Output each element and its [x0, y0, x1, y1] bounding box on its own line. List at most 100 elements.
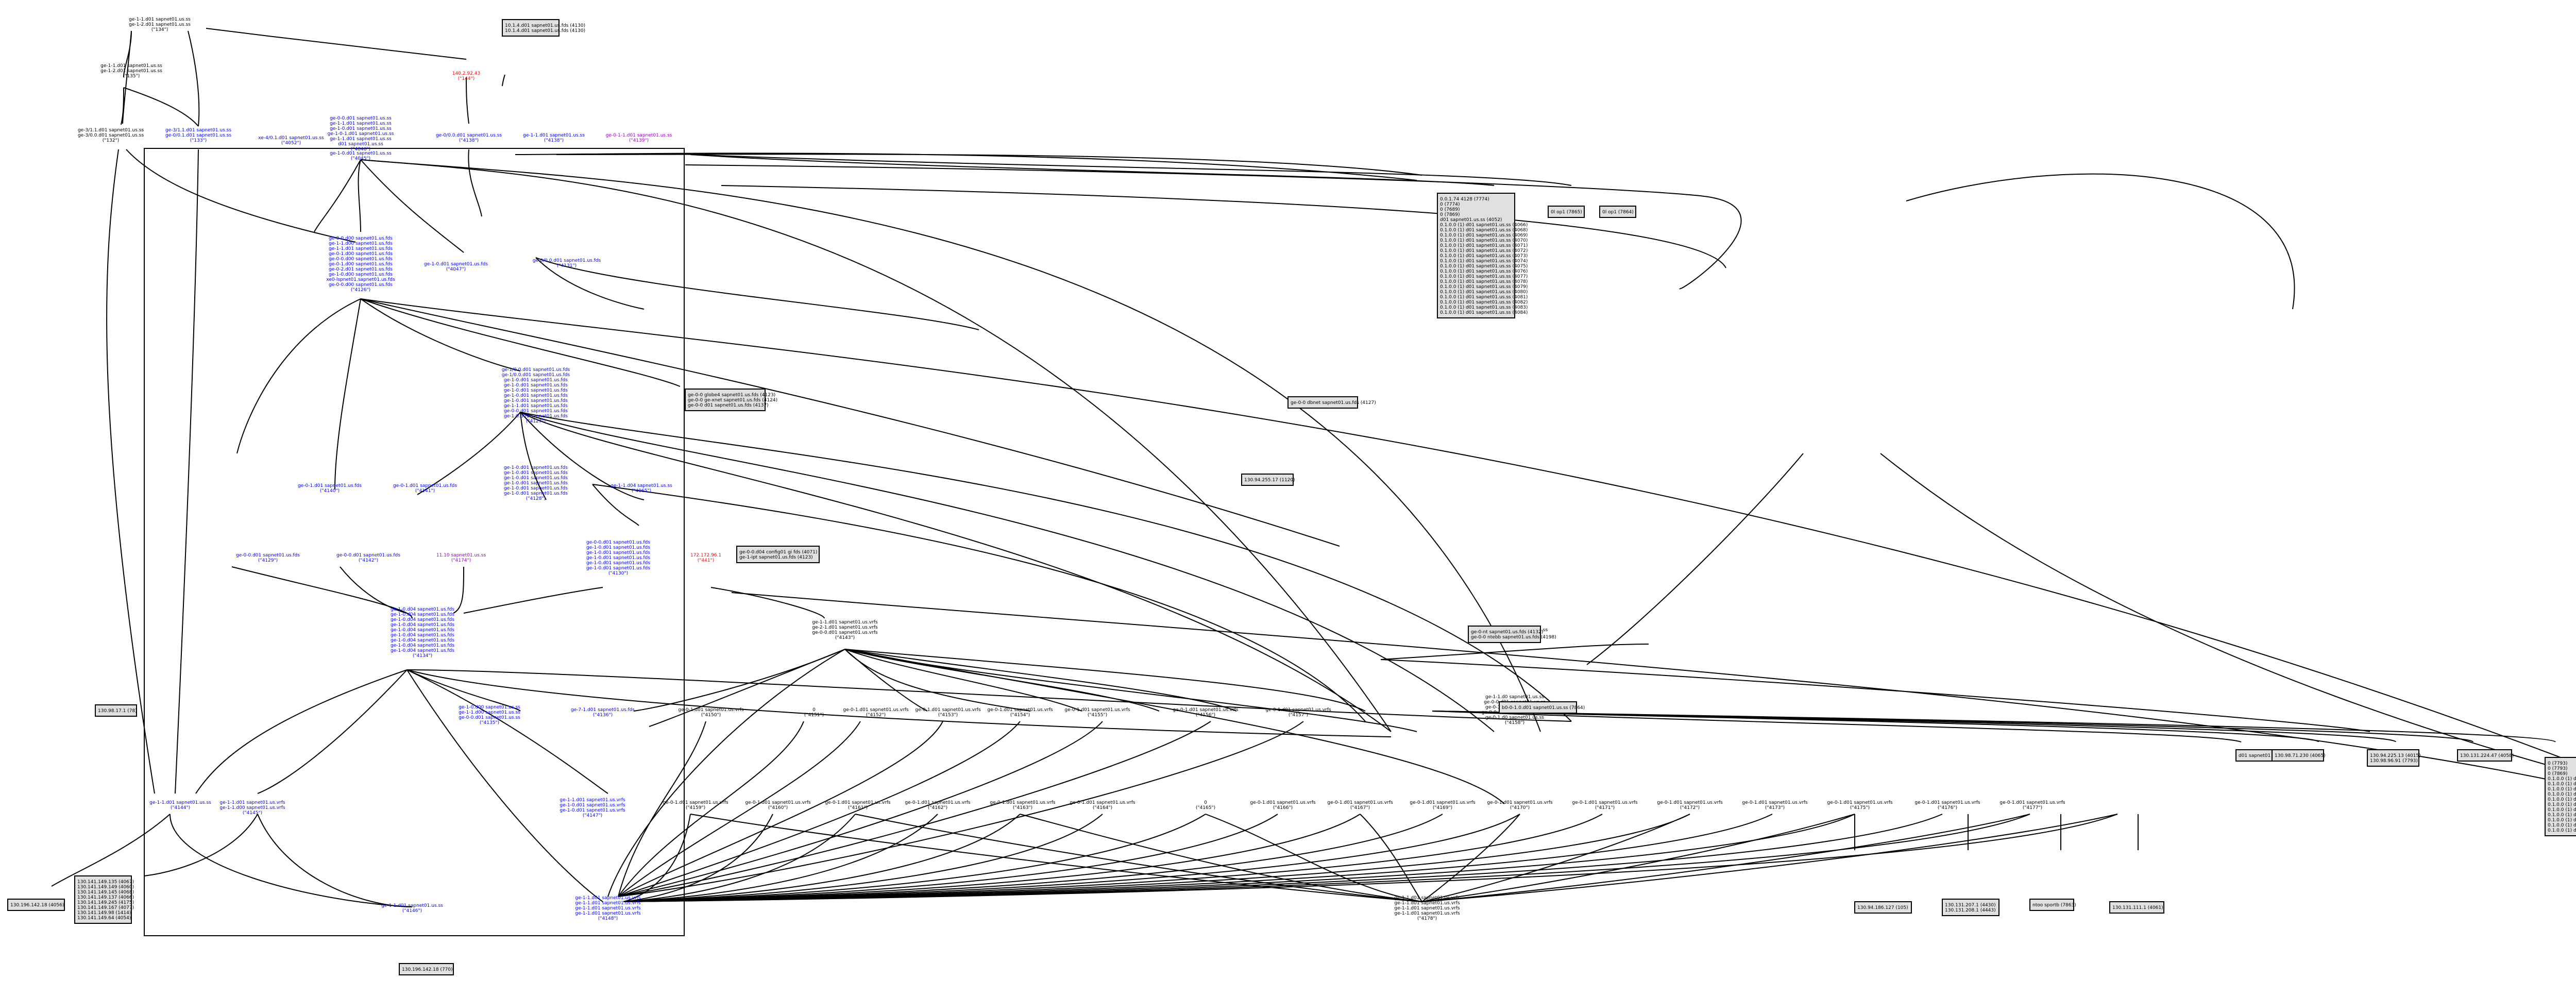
node-row2-13: ge-0-1.d01 sapnet01.us.vrfs("4173") — [1742, 800, 1808, 811]
box-b_big-line: 0.1.0.0 (1) d01 sapnet01.us.ss (4074) — [1440, 259, 1528, 264]
node-l3b-line: ge-0/0.1.d01 sapnet01.us.ss — [165, 133, 231, 138]
node-n4-line: ge-1-0.d01 sapnet01.us.ss — [330, 126, 392, 131]
node-n8c-line: 11.10 sapnet01.us.ss — [436, 553, 486, 558]
box-b_rr5-line: 0 (7793) — [2548, 766, 2568, 771]
node-red2-line: 172.172.96.1 — [690, 553, 721, 558]
node-n6-line: ge-1-0.d01 sapnet01.us.fds — [504, 388, 568, 393]
node-row2-8: ge-0-1.d01 sapnet01.us.vrfs("4167") — [1327, 800, 1393, 811]
node-row1-4: ge-0-1.d01 sapnet01.us.vrfs("4154") — [987, 707, 1053, 718]
node-n5c: ge-0/0.0.d01 sapnet01.us.fds("4131") — [533, 258, 601, 268]
node-row2-3: ge-0-1.d01 sapnet01.us.vrfs("4162") — [905, 800, 971, 811]
box-b_bl: 130.196.142.18 (4056) — [7, 899, 65, 911]
node-row1-7-line: ge-0-1.d01 sapnet01.us.vrfs — [1265, 707, 1331, 713]
box-b_top-line: 10.1.4.d01 sapnet01.us.fds (4130) — [505, 28, 585, 33]
node-row1-6-line: ("4156") — [1196, 713, 1215, 718]
node-n7d-line: ge-1-1.d04 sapnet01.us.ss — [611, 483, 672, 488]
box-b_rr5-line: 0 (7869) — [2548, 771, 2568, 776]
node-row2-15-line: ("4176") — [1938, 805, 1957, 811]
box-b_rr5-line: 0.1.0.0 (1) d01 sapnet01.us.ss (4061) — [2548, 792, 2576, 797]
box-b_rr2-line: 130.98.71.230 (4065) — [2275, 753, 2326, 758]
box-b_rr5-line: 0.1.0.0 (1) d01 sapnet01.us.ss (4068) — [2548, 828, 2576, 833]
node-n5b-line: ("4047") — [446, 267, 466, 272]
node-n5-line: ge-0-0.d00 sapnet01.us.fds — [329, 282, 393, 288]
box-b_rr5-line: 0.1.0.0 (1) d01 sapnet01.us.ss (4063) — [2548, 802, 2576, 807]
node-row2-16-line: ("4177") — [2023, 805, 2042, 811]
box-b_rr5-line: 0.1.0.0 (1) d01 sapnet01.us.ss (4064) — [2548, 807, 2576, 813]
box-b_big: 0.0.1.74 4128 (7774)0 (7774)0 (7689)0 (7… — [1437, 193, 1528, 318]
node-n4-line: ge-1-0-1.d01 sapnet01.us.ss — [328, 131, 394, 137]
node-top-line: ge-1-1.d01 sapnet01.us.ss — [129, 17, 191, 22]
node-l_a: ge-1-1.d01 sapnet01.us.ss("4144") — [149, 800, 211, 811]
node-red2-line: ("441") — [698, 558, 714, 563]
box-b_rr5-line: 0.1.0.0 (1) d01 sapnet01.us.ss (4066) — [2548, 818, 2576, 823]
node-n4-line: ("4046") — [351, 147, 370, 152]
node-l3b-line: ("133") — [190, 138, 207, 143]
node-n5-line: ge-0-1.d00 sapnet01.us.fds — [329, 262, 393, 267]
box-b_left-frame — [95, 704, 137, 717]
box-b_bl-frame — [7, 899, 65, 911]
node-n3c-line: ("4052") — [281, 141, 301, 146]
node-l3b-line: ge-3/1.1.d01 sapnet01.us.ss — [165, 128, 231, 133]
node-n3e-line: ge-1-1.d01 sapnet01.us.ss — [523, 133, 585, 138]
node-n9-line: ge-1-0.d01 sapnet01.us.fds — [586, 550, 650, 555]
box-b_ip1: 130.94.255.17 (1120) — [1241, 474, 1295, 486]
node-n10-line: ge-1-0.d04 sapnet01.us.fds — [391, 628, 454, 633]
node-row1-1: 0("4151") — [804, 707, 824, 718]
node-row1-7: ge-0-1.d01 sapnet01.us.vrfs("4157") — [1265, 707, 1331, 718]
node-n4-line: ge-1-1.d01 sapnet01.us.ss — [330, 137, 392, 142]
node-l3b: ge-3/1.1.d01 sapnet01.us.ssge-0/0.1.d01 … — [165, 128, 231, 143]
node-n10-line: ge-1-0.d04 sapnet01.us.fds — [391, 622, 454, 628]
node-row2-5-line: ("4164") — [1093, 805, 1112, 811]
node-l_d-line: ge-1-0.d01 sapnet01.us.vrfs — [560, 803, 625, 808]
node-n3c: xe-4/0.1.d01 sapnet01.us.ss("4052") — [258, 136, 324, 146]
node-row2-15-line: ge-0-1.d01 sapnet01.us.vrfs — [1914, 800, 1980, 805]
box-b_rr4-frame — [2457, 749, 2512, 762]
node-l3a-line: ge-3/1.1.d01 sapnet01.us.ss — [78, 128, 144, 133]
box-b_blist-line: 130.141.149.137 (4066) — [77, 895, 134, 900]
node-row2-9-line: ("4169") — [1433, 805, 1452, 811]
box-b_r2: b0-0-1.0.d01 sapnet01.us.ss (7864) — [1499, 701, 1585, 714]
node-n4b-line: ge-1-0.d01 sapnet01.us.ss — [330, 151, 392, 156]
node-n7-line: ("4128") — [526, 496, 546, 501]
node-bot_hub-line: ("4148") — [598, 916, 618, 921]
node-n5-line: ge-1-0.d00 sapnet01.us.fds — [329, 272, 393, 277]
node-bottom_hub-line: ("4178") — [1417, 916, 1437, 921]
box-b_big-line: 0.1.0.0 (1) d01 sapnet01.us.ss (4066) — [1440, 223, 1528, 228]
node-n5-line: ge-0-0.d00 sapnet01.us.fds — [329, 236, 393, 241]
node-n9-line: ge-1-0.d01 sapnet01.us.fds — [586, 555, 650, 561]
node-n7-line: ge-1-0.d01 sapnet01.us.fds — [504, 481, 568, 486]
box-b_bot-frame — [399, 963, 454, 975]
box-b_big-line: 0.1.0.0 (1) d01 sapnet01.us.ss (4084) — [1440, 310, 1528, 315]
box-b_sm2-line: 0l op1 (7864) — [1602, 210, 1634, 215]
node-row2-16: ge-0-1.d01 sapnet01.us.vrfs("4177") — [1999, 800, 2065, 811]
node-n6-line: ("4127") — [526, 419, 546, 424]
node-row1-2: ge-0-1.d01 sapnet01.us.vrfs("4152") — [843, 707, 909, 718]
node-n8a: ge-0-0.d01 sapnet01.us.fds("4129") — [236, 553, 300, 563]
node-n6-line: ge-1-0.d01 sapnet01.us.fds — [504, 398, 568, 403]
node-n4b-line: ("4045") — [351, 156, 370, 161]
node-l_d-line: ("4147") — [583, 813, 602, 818]
box-b_rr4: 130.131.224.47 (4058) — [2457, 749, 2514, 762]
box-b_sm1-frame — [1548, 206, 1585, 218]
box-b_blist-line: 130.141.149.167 (4077) — [77, 905, 134, 910]
node-row1-3-line: ge-0-1.d01 sapnet01.us.vrfs — [915, 707, 981, 713]
node-row2-7: ge-0-1.d01 sapnet01.us.vrfs("4166") — [1250, 800, 1316, 811]
node-row2-14-line: ("4175") — [1850, 805, 1870, 811]
box-b_left-line: 130.98.17.1 (78) — [98, 708, 137, 714]
node-row2-0: ge-0-1.d01 sapnet01.us.vrfs("4159") — [663, 800, 728, 811]
node-bot_hub-line: ge-1-1.d01 sapnet01.us.vrfs — [575, 896, 641, 901]
node-row2-12-line: ("4172") — [1680, 805, 1700, 811]
node-n7b-line: ("4140") — [320, 488, 340, 494]
node-bot_hub-line: ge-1-1.d01 sapnet01.us.vrfs — [575, 901, 641, 906]
node-row1-6: ge-0-1.d01 sapnet01.us.vrfs("4156") — [1173, 707, 1239, 718]
node-n5-line: ge-0-0.d00 sapnet01.us.fds — [329, 257, 393, 262]
node-l_c: ge-1-1.d01 sapnet01.us.ss("4146") — [381, 903, 443, 914]
box-b_bl-line: 130.196.142.18 (4056) — [10, 903, 64, 908]
